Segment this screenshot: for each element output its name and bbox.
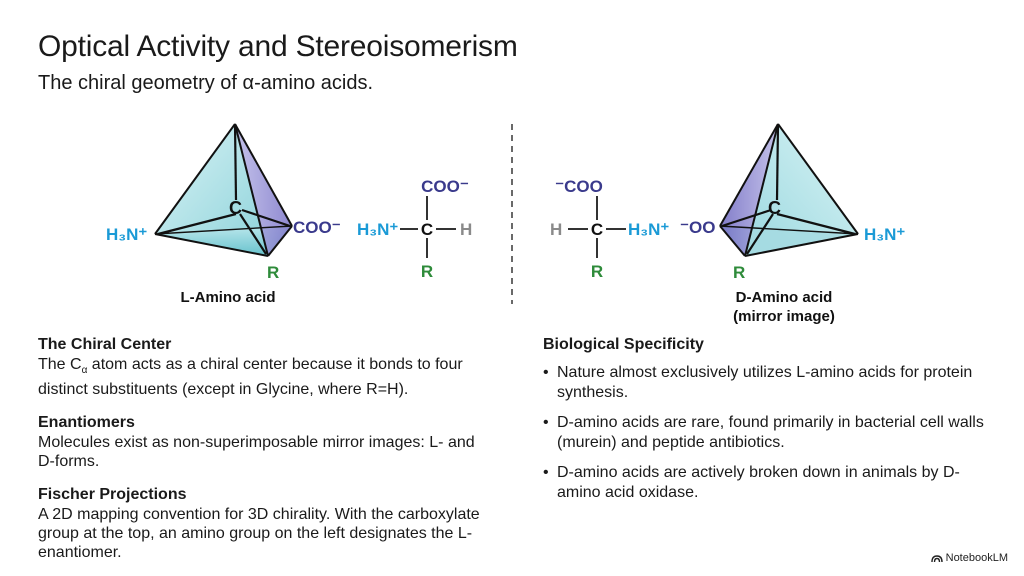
fischer-heading: Fischer Projections [38, 486, 187, 504]
d-fischer-right: H₃N⁺ [628, 220, 669, 239]
chiral-center-body: The Cα atom acts as a chiral center beca… [38, 355, 488, 399]
d-fischer-left: H [550, 220, 562, 239]
l-face-front [155, 124, 268, 256]
brand-watermark: NotebookLM [930, 552, 1008, 564]
left-text-column: The Chiral Center The Cα atom acts as a … [38, 335, 488, 576]
d-center-c: C [768, 198, 781, 218]
l-fischer-left: H₃N⁺ [357, 220, 398, 239]
brand-label: NotebookLM [945, 552, 1008, 564]
list-item: D-amino acids are actively broken down i… [543, 463, 993, 503]
l-fischer-right: H [460, 220, 472, 239]
d-fischer-projection: ⁻COO H C H₃N⁺ R [550, 177, 669, 281]
l-r-label: R [267, 263, 279, 282]
chiral-center-body-post: atom acts as a chiral center because it … [38, 356, 463, 399]
list-item: Nature almost exclusively utilizes L-ami… [543, 363, 993, 403]
list-item: D-amino acids are rare, found primarily … [543, 413, 993, 453]
d-caption-line2: (mirror image) [733, 308, 835, 325]
d-face-front [745, 124, 858, 256]
l-fischer-top: COO⁻ [421, 177, 469, 196]
page-subtitle: The chiral geometry of α-amino acids. [38, 72, 374, 94]
enantiomers-heading: Enantiomers [38, 414, 135, 432]
l-fischer-projection: COO⁻ H₃N⁺ C H R [357, 177, 472, 281]
d-tetrahedron: C ⁻OO H₃N⁺ R D-Amino acid (mirror image) [680, 123, 905, 325]
chiral-center-body-pre: The C [38, 356, 82, 373]
biological-specificity-heading: Biological Specificity [543, 336, 704, 353]
d-face-bottom [720, 226, 858, 256]
chiral-center-heading: The Chiral Center [38, 336, 172, 353]
d-fischer-top: ⁻COO [555, 177, 603, 196]
d-ooc-label: ⁻OO [680, 218, 715, 237]
l-caption: L-Amino acid [180, 289, 275, 306]
d-fischer-bottom: R [591, 262, 603, 281]
enantiomers-body: Molecules exist as non-superimposable mi… [38, 434, 475, 471]
l-h3n-label: H₃N⁺ [106, 225, 147, 244]
notebooklm-logo-icon [930, 554, 943, 562]
specificity-bullets: Nature almost exclusively utilizes L-ami… [543, 363, 993, 503]
chiral-center-body-sub: α [81, 365, 88, 377]
d-r-label: R [733, 263, 745, 282]
d-caption-line1: D-Amino acid [736, 289, 833, 306]
l-fischer-bottom: R [421, 262, 433, 281]
l-center-c: C [229, 198, 242, 218]
right-text-column: Biological Specificity Nature almost exc… [543, 335, 993, 513]
stereo-diagram: C H₃N⁺ COO⁻ R L-Amino acid COO⁻ H₃N⁺ C H… [106, 123, 905, 325]
l-face-bottom [155, 226, 292, 256]
fischer-body: A 2D mapping convention for 3D chirality… [38, 506, 480, 562]
l-tetrahedron: C H₃N⁺ COO⁻ R L-Amino acid [106, 123, 341, 306]
d-fischer-center: C [591, 220, 603, 239]
l-coo-label: COO⁻ [293, 218, 341, 237]
page-title: Optical Activity and Stereoisomerism [38, 30, 518, 63]
l-fischer-center: C [421, 220, 433, 239]
d-h3n-label: H₃N⁺ [864, 225, 905, 244]
